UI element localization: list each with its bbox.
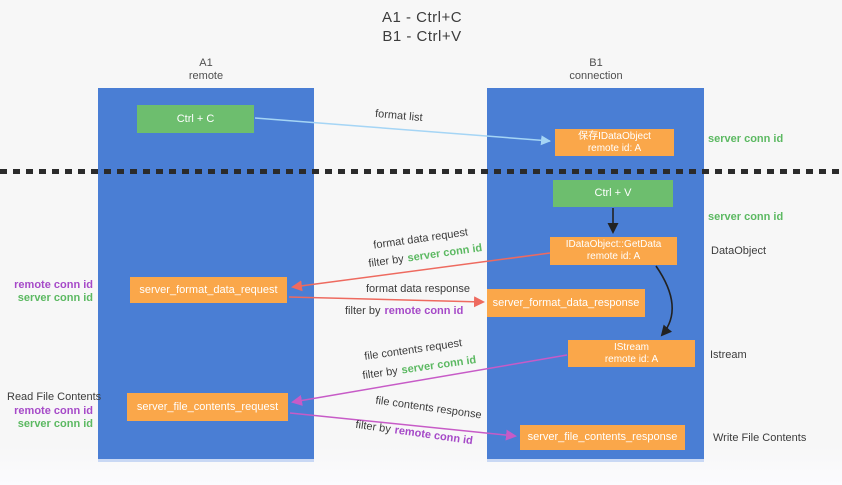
side-write-file-contents: Write File Contents [713, 432, 807, 444]
side-remote-conn-id-1: remote conn id [14, 279, 93, 291]
node-format-response-label: server_format_data_response [492, 296, 640, 309]
node-ctrl-c: Ctrl + C [137, 105, 254, 133]
title-line-2: B1 - Ctrl+V [382, 28, 462, 45]
filter-by-text: filter by [367, 253, 405, 270]
node-istream-line1: IStream [613, 341, 649, 353]
node-save-idataobject-line2: remote id: A [587, 142, 642, 154]
node-ctrl-v-label: Ctrl + V [594, 187, 632, 199]
node-idataobject-getdata: IDataObject::GetData remote id: A [550, 237, 677, 265]
node-getdata-line1: IDataObject::GetData [565, 239, 662, 250]
side-server-conn-id-2: server conn id [17, 418, 93, 430]
label-format-list: format list [374, 107, 424, 125]
filter-by-text: filter by [345, 305, 381, 317]
side-dataobject: DataObject [711, 245, 767, 257]
node-getdata-line2: remote id: A [586, 251, 641, 262]
node-server-format-data-response: server_format_data_response [487, 289, 645, 317]
lane-b1-name: B1 [589, 57, 603, 69]
lane-header-b1: B1 connection [536, 57, 656, 83]
node-file-request-label: server_file_contents_request [136, 400, 279, 413]
node-server-file-contents-request: server_file_contents_request [127, 393, 288, 421]
node-format-request-label: server_format_data_request [139, 283, 278, 296]
side-server-conn-id-mid: server conn id [708, 211, 784, 223]
remote-conn-id-text: remote conn id [393, 424, 474, 448]
lane-b1-role: connection [569, 70, 623, 82]
node-ctrl-c-label: Ctrl + C [176, 112, 215, 125]
label-format-data-response: format data response [366, 283, 470, 295]
arrow-format-data-response [288, 296, 485, 308]
side-server-conn-id-1: server conn id [17, 292, 93, 304]
title-line-1: A1 - Ctrl+C [381, 9, 463, 26]
filter-by-text: filter by [361, 365, 399, 382]
node-save-idataobject: 保存IDataObject remote id: A [555, 129, 674, 156]
side-read-file-contents: Read File Contents [7, 391, 102, 403]
server-conn-id-text: server conn id [406, 242, 483, 265]
node-server-format-data-request: server_format_data_request [130, 277, 287, 303]
node-save-idataobject-line1: 保存IDataObject [578, 130, 651, 142]
lane-a1-role: remote [188, 70, 224, 82]
node-istream-line2: remote id: A [604, 353, 659, 365]
server-conn-id-text: server conn id [400, 354, 477, 377]
node-ctrl-v: Ctrl + V [553, 180, 673, 207]
diagram-title: A1 - Ctrl+C B1 - Ctrl+V [322, 8, 522, 46]
side-istream: Istream [710, 349, 747, 361]
filter-by-text: filter by [354, 418, 392, 436]
node-istream: IStream remote id: A [568, 340, 695, 367]
side-server-conn-id-top: server conn id [708, 133, 784, 145]
node-file-response-label: server_file_contents_response [527, 431, 678, 443]
side-remote-conn-id-2: remote conn id [14, 405, 93, 417]
remote-conn-id-text: remote conn id [384, 305, 464, 317]
session-separator-line [0, 169, 842, 174]
node-server-file-contents-response: server_file_contents_response [520, 425, 685, 450]
lane-a1-name: A1 [199, 57, 213, 69]
label-file-contents-response: file contents response [374, 394, 483, 422]
lane-header-a1: A1 remote [146, 57, 266, 83]
